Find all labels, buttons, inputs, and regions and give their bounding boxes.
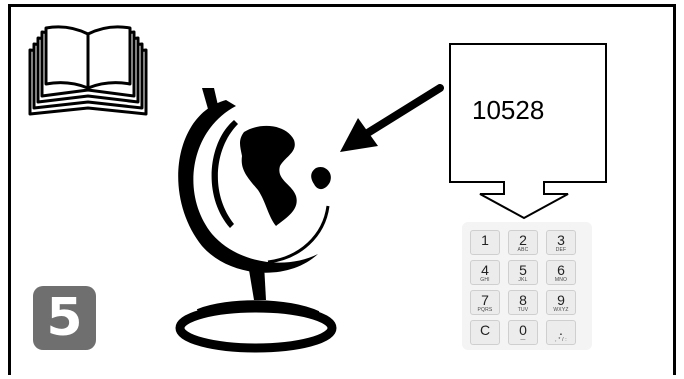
globe-icon: [175, 88, 337, 353]
callout-arrow-box: [449, 43, 607, 220]
keypad-key: 0—: [508, 320, 538, 345]
arrow-icon: [340, 84, 444, 152]
step-number-badge: 5: [33, 286, 96, 350]
keypad-key: C: [470, 320, 500, 345]
diagram-frame: [8, 4, 676, 375]
keypad-key: ., * / :: [546, 320, 576, 345]
code-value: 10528: [472, 95, 545, 125]
keypad-key: 1: [470, 230, 500, 255]
manual-book-icon: [28, 25, 148, 116]
